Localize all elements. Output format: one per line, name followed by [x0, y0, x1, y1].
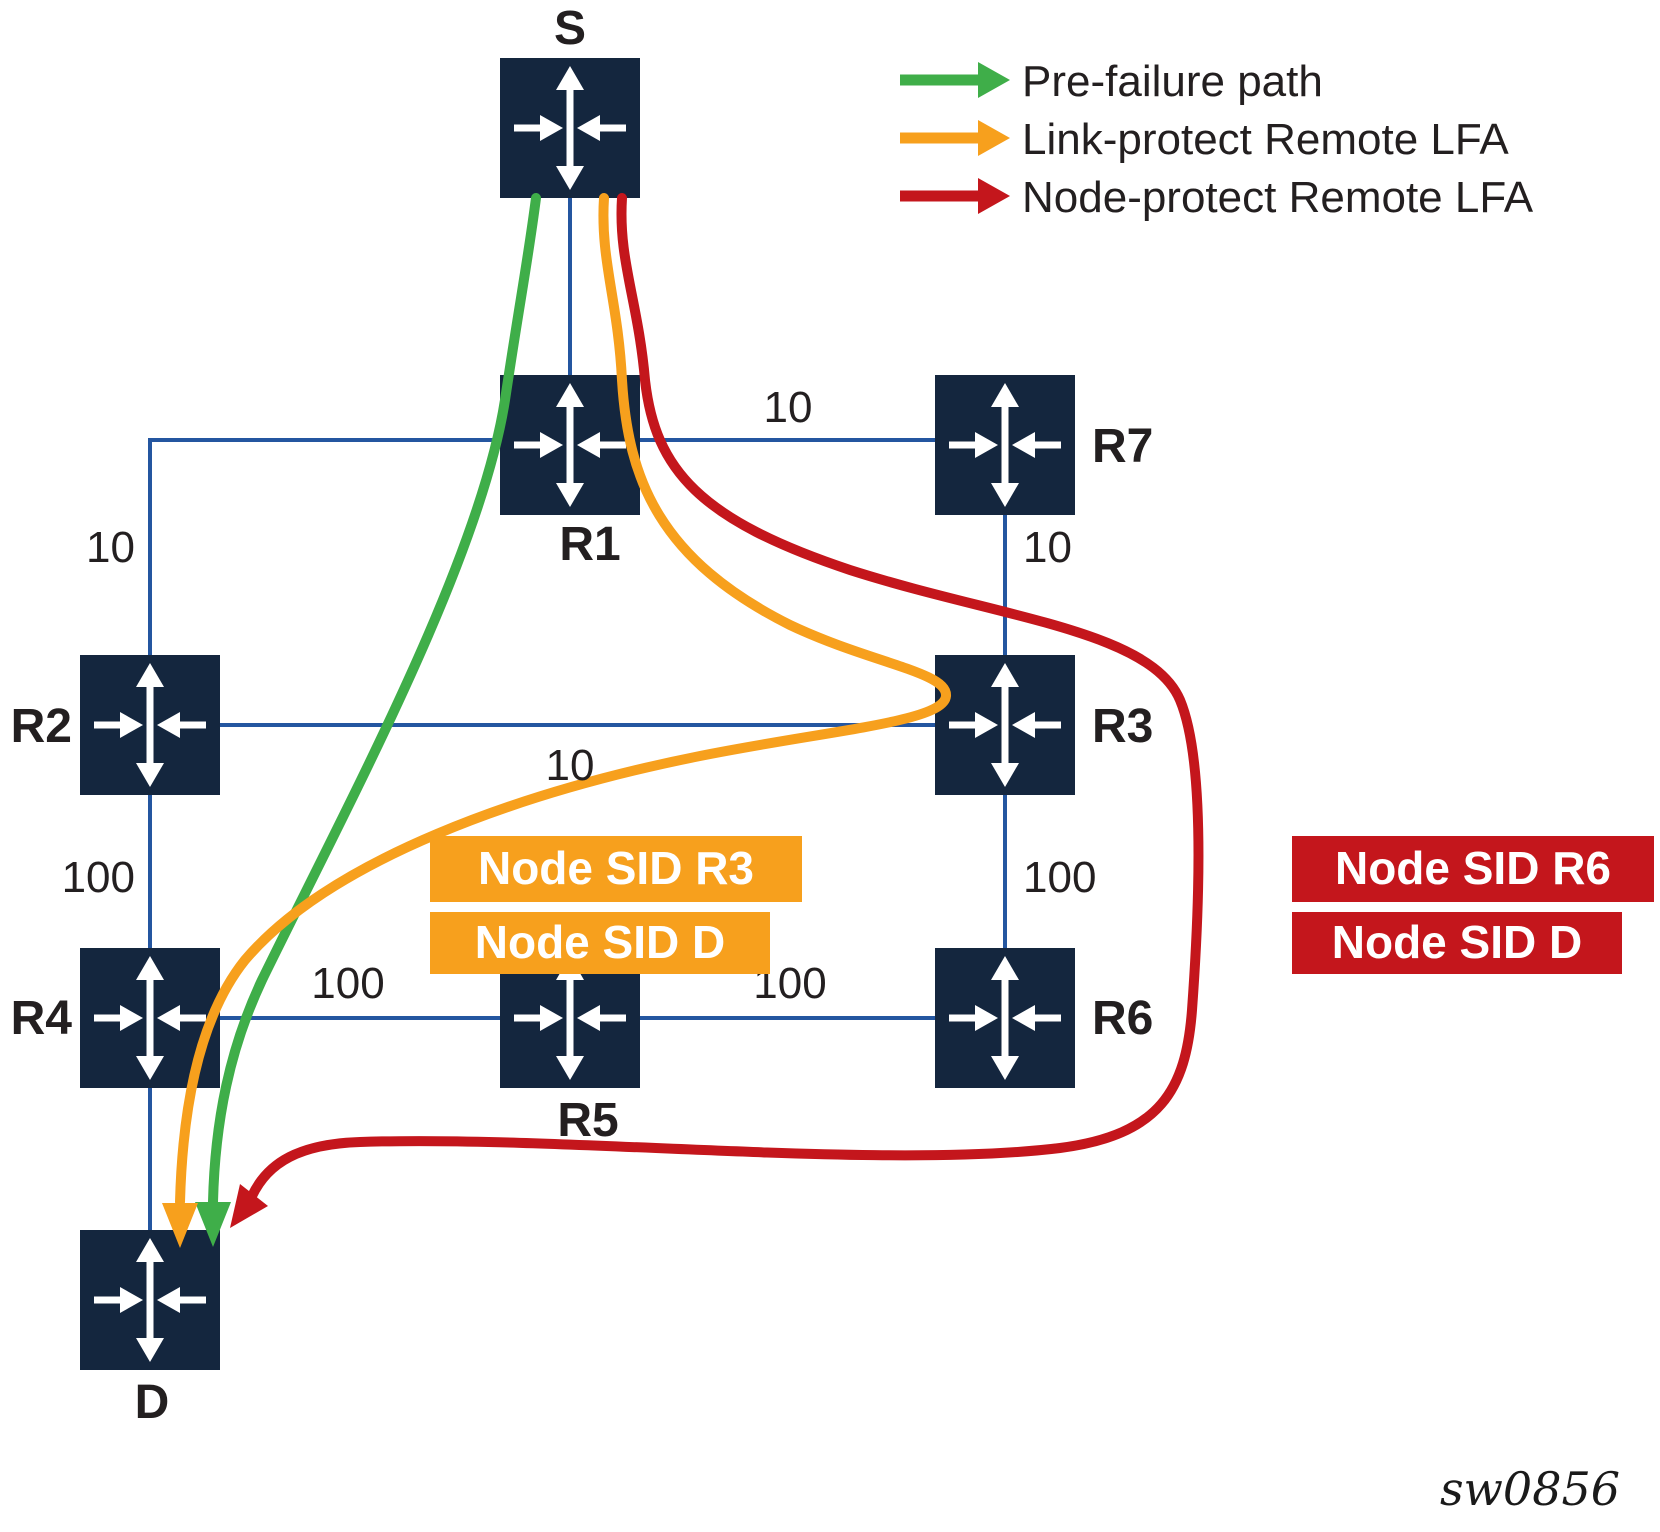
- legend-orange-arrowhead: [978, 120, 1010, 156]
- legend-red-arrowhead: [978, 178, 1010, 214]
- legend-label-pre-failure: Pre-failure path: [1022, 57, 1323, 106]
- watermark: sw0856: [1440, 1462, 1620, 1516]
- legend-label-link-protect: Link-protect Remote LFA: [1022, 115, 1509, 164]
- node-label-R2: R2: [11, 700, 72, 753]
- orange-sid-labels: Node SID R3 Node SID D: [430, 836, 802, 974]
- router-node-D: [80, 1230, 220, 1370]
- node-label-R4: R4: [11, 992, 73, 1045]
- cost-r7-r3: 10: [1023, 523, 1072, 572]
- cost-r1-r7: 10: [764, 383, 813, 432]
- node-label-R6: R6: [1092, 992, 1153, 1045]
- node-label-R1: R1: [559, 518, 620, 571]
- router-node-R2: [80, 655, 220, 795]
- node-sid-d-red-box: [1292, 912, 1622, 974]
- node-label-R5: R5: [557, 1094, 618, 1147]
- node-protect-remote-lfa-path: [230, 193, 1204, 1228]
- legend-label-node-protect: Node-protect Remote LFA: [1022, 173, 1534, 222]
- node-sid-d-orange-box: [430, 912, 770, 974]
- link-r1-r2: [148, 438, 500, 658]
- cost-r1-r2: 10: [86, 523, 135, 572]
- node-sid-d-red-label: Node SID D: [1332, 916, 1582, 968]
- cost-r2-r3: 10: [546, 741, 595, 790]
- cost-r3-r6: 100: [1023, 853, 1096, 902]
- node-label-R3: R3: [1092, 700, 1153, 753]
- node-protect-arrowhead: [230, 1184, 268, 1228]
- link-protect-remote-lfa-path: [162, 193, 951, 1248]
- router-node-R6: [935, 948, 1075, 1088]
- legend-item-link-protect: Link-protect Remote LFA: [900, 115, 1509, 164]
- node-sid-r3-label: Node SID R3: [478, 842, 754, 894]
- legend: Pre-failure path Link-protect Remote LFA…: [900, 57, 1534, 222]
- node-label-R7: R7: [1092, 420, 1153, 473]
- router-node-R7: [935, 375, 1075, 515]
- node-label-D: D: [135, 1376, 170, 1429]
- legend-item-node-protect: Node-protect Remote LFA: [900, 173, 1534, 222]
- node-label-S: S: [554, 2, 586, 55]
- link-group: [148, 198, 1007, 1232]
- pre-failure-path: [195, 193, 541, 1247]
- red-sid-labels: Node SID R6 Node SID D: [1292, 836, 1654, 974]
- node-sid-r6-label: Node SID R6: [1335, 842, 1611, 894]
- cost-r4-r5: 100: [311, 959, 384, 1008]
- router-node-S: [500, 58, 640, 198]
- cost-r2-r4: 100: [62, 853, 135, 902]
- pre-failure-arrowhead: [195, 1202, 231, 1247]
- legend-item-pre-failure: Pre-failure path: [900, 57, 1323, 106]
- node-sid-r3-box: [430, 836, 802, 902]
- router-node-R3: [935, 655, 1075, 795]
- link-protect-arrowhead: [162, 1203, 198, 1248]
- node-sid-r6-box: [1292, 836, 1654, 902]
- node-sid-d-orange-label: Node SID D: [475, 916, 725, 968]
- legend-green-arrowhead: [978, 62, 1010, 98]
